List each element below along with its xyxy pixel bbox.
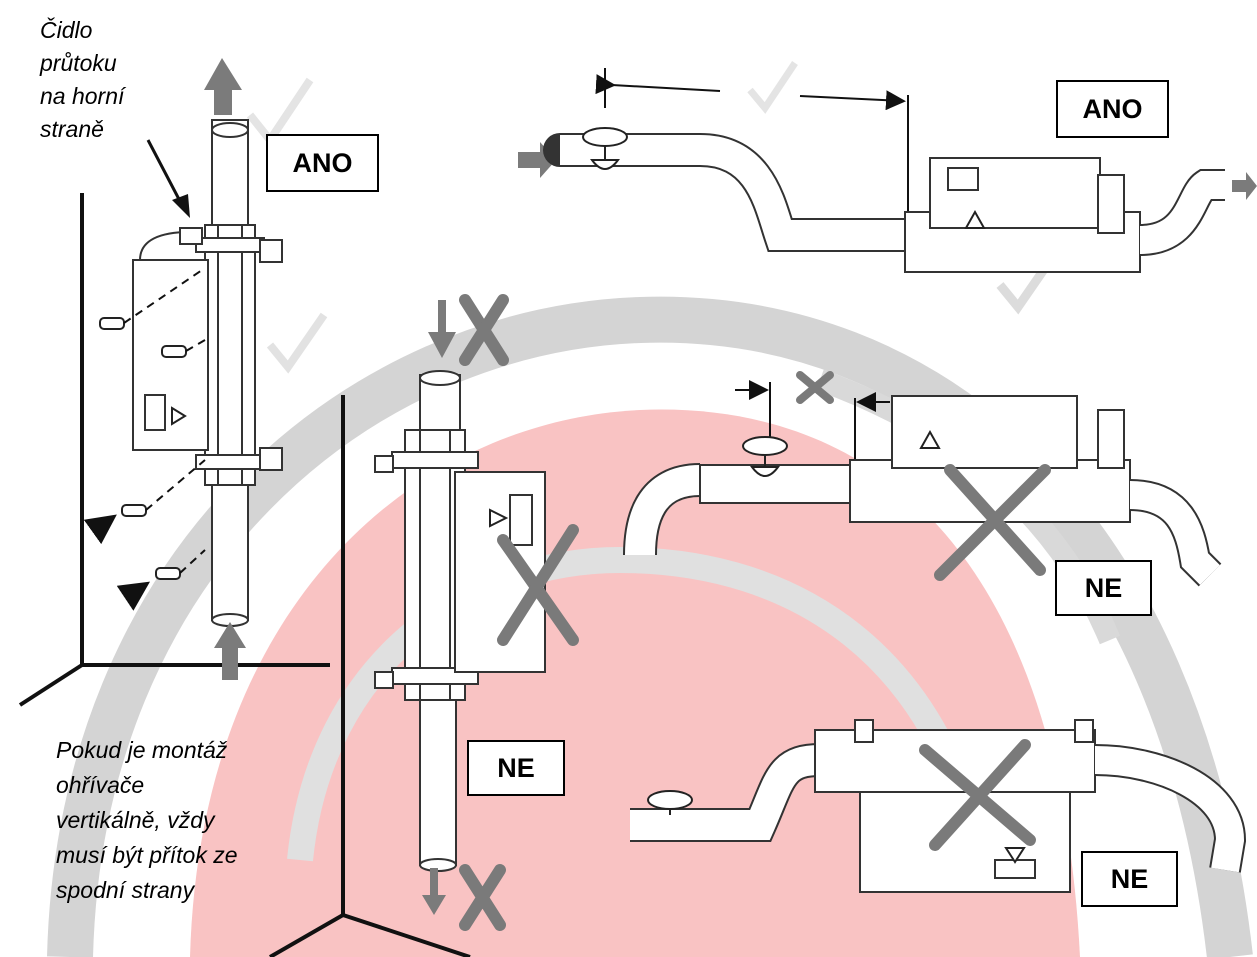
- note-line: straně: [40, 116, 104, 142]
- watermark-check-2: [747, 61, 798, 114]
- horizontal-heater-correct: [518, 68, 1257, 273]
- note-line: musí být přítok ze: [56, 842, 238, 868]
- note-line: Čidlo: [40, 17, 93, 43]
- wall-corner-center: [269, 395, 471, 957]
- valve-handwheel-icon: [742, 436, 788, 477]
- sensor-pointer-arrow: [146, 139, 190, 218]
- horizontal-heater-valve-too-close: [623, 380, 1222, 587]
- cross-vertical-heater: [497, 524, 579, 646]
- flow-arrow-up-out: [204, 58, 242, 115]
- cross-inverted-heater: [919, 739, 1036, 851]
- warning-triangle-icon: [171, 406, 187, 426]
- wall-corner-left: [18, 193, 330, 707]
- vertical-mount-note: Pokud je montáž ohřívače vertikálně, vžd…: [56, 733, 238, 908]
- cross-horizontal-heater: [934, 464, 1051, 581]
- tag-vertical-no: NE: [467, 740, 565, 796]
- flow-arrow-down-in: [428, 300, 456, 358]
- flow-sensor-note: Čidlo průtoku na horní straně: [40, 14, 124, 146]
- note-line: průtoku: [40, 50, 117, 76]
- warning-triangle-icon: [489, 508, 509, 528]
- warning-triangle-icon: [919, 429, 941, 449]
- flow-arrow-up-in: [214, 622, 246, 680]
- watermark-gray-arc-inner: [287, 546, 993, 863]
- flow-arrow-out: [1232, 172, 1257, 200]
- vertical-heater-incorrect: [374, 300, 546, 915]
- cross-valve-distance: [796, 371, 834, 404]
- valve-handwheel-icon: [582, 127, 628, 170]
- note-line: spodní strany: [56, 877, 195, 903]
- tag-horizontal-yes: ANO: [1056, 80, 1169, 138]
- note-line: Pokud je montáž: [56, 737, 228, 763]
- flow-arrow-down-out: [422, 868, 446, 915]
- valve-handwheel-icon: [647, 790, 693, 815]
- vertical-heater-correct: [83, 58, 283, 680]
- watermark-check-4: [266, 312, 328, 374]
- warning-triangle-icon: [1004, 847, 1026, 864]
- note-line: ohřívače: [56, 772, 145, 798]
- note-line: vertikálně, vždy: [56, 807, 215, 833]
- cross-mark-icon: [459, 294, 1051, 931]
- tag-horizontal-no-valve: NE: [1055, 560, 1152, 616]
- note-line: na horní: [40, 83, 125, 109]
- cross-bottom-outflow: [459, 864, 506, 931]
- tag-horizontal-no-inverted: NE: [1081, 851, 1178, 907]
- warning-triangle-icon: [964, 209, 986, 229]
- cross-top-inflow: [459, 294, 509, 366]
- tag-vertical-yes: ANO: [266, 134, 379, 192]
- screw-icon: [99, 317, 187, 580]
